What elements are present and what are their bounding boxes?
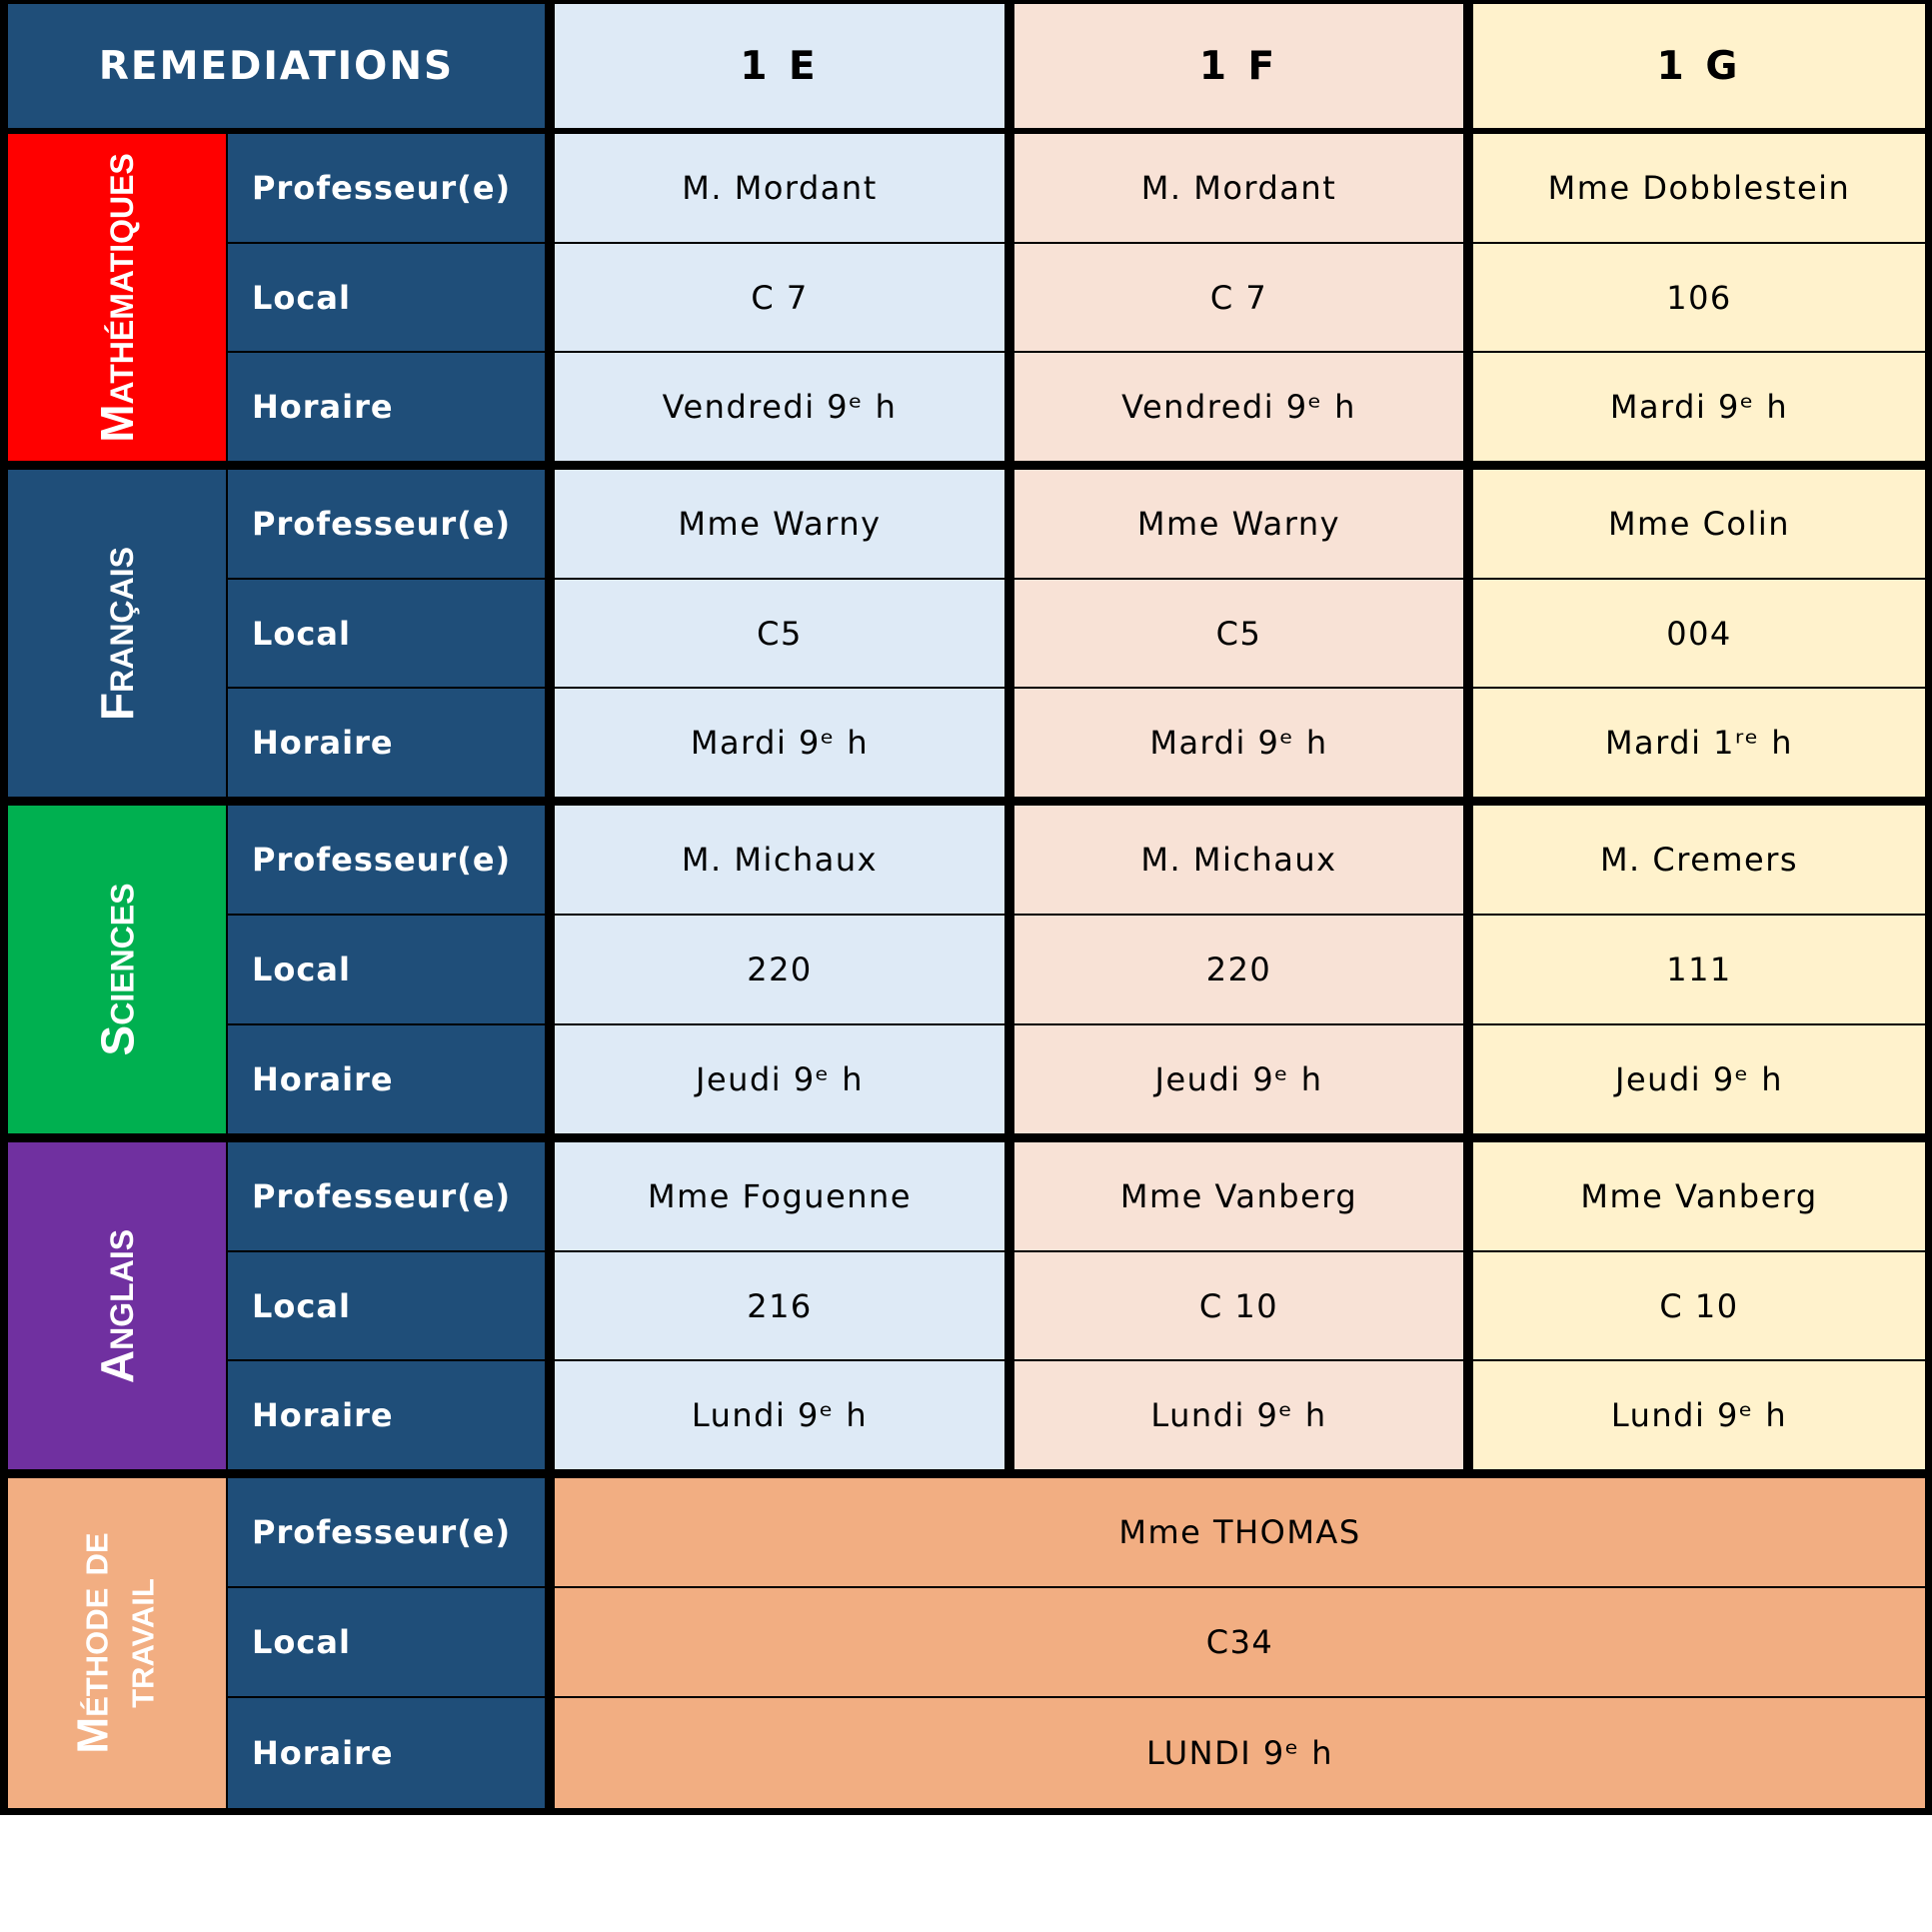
row-label-horaire: Horaire xyxy=(228,1025,545,1133)
cell-fr-prof-1g: Mme Colin xyxy=(1473,470,1925,578)
cell-ang-horaire-1g: Lundi 9ᵉ h xyxy=(1473,1361,1925,1469)
row-label-local: Local xyxy=(228,1588,545,1696)
row-label-local: Local xyxy=(228,580,545,687)
cell-fr-prof-1f: Mme Warny xyxy=(1014,470,1463,578)
row-label-local: Local xyxy=(228,244,545,351)
row-label-local: Local xyxy=(228,916,545,1023)
cell-sci-prof-1e: M. Michaux xyxy=(555,806,1004,914)
cell-ang-prof-1f: Mme Vanberg xyxy=(1014,1142,1463,1250)
cell-ang-horaire-1e: Lundi 9ᵉ h xyxy=(555,1361,1004,1469)
cell-ang-local-1e: 216 xyxy=(555,1252,1004,1359)
cell-math-local-1e: C 7 xyxy=(555,244,1004,351)
subject-label-line2: travail xyxy=(115,1578,164,1708)
row-label-horaire: Horaire xyxy=(228,1698,545,1808)
row-label-professeur: Professeur(e) xyxy=(228,1478,545,1586)
cell-methode-prof: Mme THOMAS xyxy=(555,1478,1925,1586)
cell-sci-local-1f: 220 xyxy=(1014,916,1463,1023)
cell-ang-prof-1g: Mme Vanberg xyxy=(1473,1142,1925,1250)
subject-label-line1: Méthode de xyxy=(69,1532,118,1754)
cell-fr-local-1f: C5 xyxy=(1014,580,1463,687)
subject-label: Méthode de travail xyxy=(69,1532,164,1754)
cell-methode-horaire: LUNDI 9ᵉ h xyxy=(555,1698,1925,1808)
cell-sci-prof-1g: M. Cremers xyxy=(1473,806,1925,914)
cell-math-local-1g: 106 xyxy=(1473,244,1925,351)
cell-sci-prof-1f: M. Michaux xyxy=(1014,806,1463,914)
cell-math-prof-1e: M. Mordant xyxy=(555,134,1004,242)
row-label-professeur: Professeur(e) xyxy=(228,134,545,242)
subject-francais: Français xyxy=(8,470,226,797)
subject-methode-de-travail: Méthode de travail xyxy=(8,1478,226,1808)
cell-fr-prof-1e: Mme Warny xyxy=(555,470,1004,578)
row-label-local: Local xyxy=(228,1252,545,1359)
cell-sci-local-1g: 111 xyxy=(1473,916,1925,1023)
cell-fr-horaire-1f: Mardi 9ᵉ h xyxy=(1014,689,1463,797)
subject-sciences: Sciences xyxy=(8,806,226,1133)
cell-fr-horaire-1g: Mardi 1ʳᵉ h xyxy=(1473,689,1925,797)
cell-fr-local-1e: C5 xyxy=(555,580,1004,687)
column-header-1e: 1 E xyxy=(555,4,1004,128)
table-title: REMEDIATIONS xyxy=(8,4,545,128)
cell-math-local-1f: C 7 xyxy=(1014,244,1463,351)
cell-sci-horaire-1e: Jeudi 9ᵉ h xyxy=(555,1025,1004,1133)
subject-label: Français xyxy=(90,546,143,721)
cell-math-horaire-1e: Vendredi 9ᵉ h xyxy=(555,353,1004,461)
cell-fr-local-1g: 004 xyxy=(1473,580,1925,687)
row-label-professeur: Professeur(e) xyxy=(228,806,545,914)
row-label-horaire: Horaire xyxy=(228,689,545,797)
cell-ang-local-1g: C 10 xyxy=(1473,1252,1925,1359)
cell-methode-local: C34 xyxy=(555,1588,1925,1696)
column-header-1g: 1 G xyxy=(1473,4,1925,128)
subject-mathematiques: Mathématiques xyxy=(8,134,226,461)
row-label-professeur: Professeur(e) xyxy=(228,470,545,578)
cell-ang-prof-1e: Mme Foguenne xyxy=(555,1142,1004,1250)
cell-math-prof-1g: Mme Dobblestein xyxy=(1473,134,1925,242)
row-label-horaire: Horaire xyxy=(228,1361,545,1469)
subject-anglais: Anglais xyxy=(8,1142,226,1469)
row-label-horaire: Horaire xyxy=(228,353,545,461)
cell-ang-horaire-1f: Lundi 9ᵉ h xyxy=(1014,1361,1463,1469)
cell-math-horaire-1f: Vendredi 9ᵉ h xyxy=(1014,353,1463,461)
row-label-professeur: Professeur(e) xyxy=(228,1142,545,1250)
remediations-table: REMEDIATIONS 1 E 1 F 1 G Mathématiques P… xyxy=(0,0,1932,1815)
cell-math-prof-1f: M. Mordant xyxy=(1014,134,1463,242)
cell-math-horaire-1g: Mardi 9ᵉ h xyxy=(1473,353,1925,461)
cell-sci-local-1e: 220 xyxy=(555,916,1004,1023)
subject-label: Mathématiques xyxy=(91,152,144,443)
cell-fr-horaire-1e: Mardi 9ᵉ h xyxy=(555,689,1004,797)
cell-sci-horaire-1g: Jeudi 9ᵉ h xyxy=(1473,1025,1925,1133)
subject-label: Sciences xyxy=(91,883,143,1056)
column-header-1f: 1 F xyxy=(1014,4,1463,128)
cell-ang-local-1f: C 10 xyxy=(1014,1252,1463,1359)
subject-label: Anglais xyxy=(91,1228,143,1383)
cell-sci-horaire-1f: Jeudi 9ᵉ h xyxy=(1014,1025,1463,1133)
